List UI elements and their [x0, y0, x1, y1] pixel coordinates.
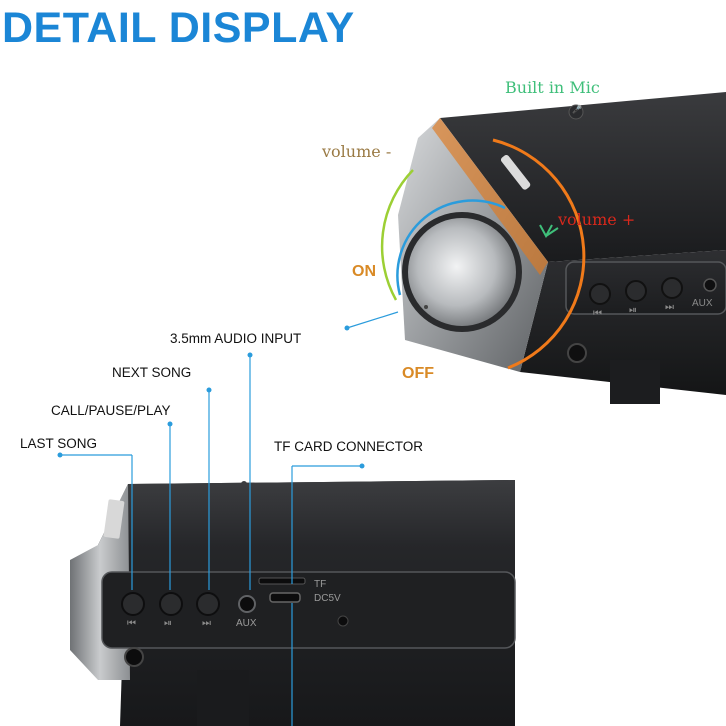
tf-label: TF [314, 579, 327, 590]
off-label: OFF [402, 365, 434, 382]
rear-control-panel [101, 571, 516, 649]
page-title: DETAIL DISPLAY [2, 4, 355, 52]
volume-plus-label: volume + [558, 210, 636, 229]
volume-minus-label: volume - [322, 142, 392, 161]
call-pause-play-button [159, 592, 183, 616]
last-song-button [121, 592, 145, 616]
bottom-aux-label: AUX [236, 618, 257, 629]
next-song-button [196, 592, 220, 616]
volume-minus-arc [380, 169, 414, 301]
tf-card-slot [258, 577, 306, 585]
aux-jack [238, 595, 256, 613]
tf-card-connector-callout: TF CARD CONNECTOR [274, 439, 424, 454]
top-previous-track-icon: ⏮ [593, 308, 602, 319]
last-song-callout: LAST SONG [20, 436, 98, 451]
previous-track-icon: ⏮ [127, 618, 136, 629]
call-pause-play-callout: CALL/PAUSE/PLAY [51, 403, 171, 418]
next-track-icon: ⏭ [202, 618, 211, 629]
next-song-callout: NEXT SONG [112, 365, 192, 380]
play-pause-icon: ⏯ [164, 618, 172, 629]
on-off-arc-blue [396, 199, 506, 296]
speaker-top-surface [440, 92, 726, 262]
on-label: ON [352, 263, 376, 280]
top-next-track-icon: ⏭ [665, 302, 674, 313]
dc5v-label: DC5V [314, 593, 341, 604]
audio-input-callout: 3.5mm AUDIO INPUT [170, 331, 302, 346]
top-aux-label: AUX [692, 298, 713, 309]
volume-arc-orange [492, 138, 586, 370]
mic-icon: 🎤 [572, 105, 582, 114]
built-in-mic-label: Built in Mic [505, 78, 600, 97]
micro-usb-port [269, 592, 301, 603]
top-play-pause-icon: ⏯ [629, 305, 637, 316]
volume-knob [408, 218, 516, 326]
